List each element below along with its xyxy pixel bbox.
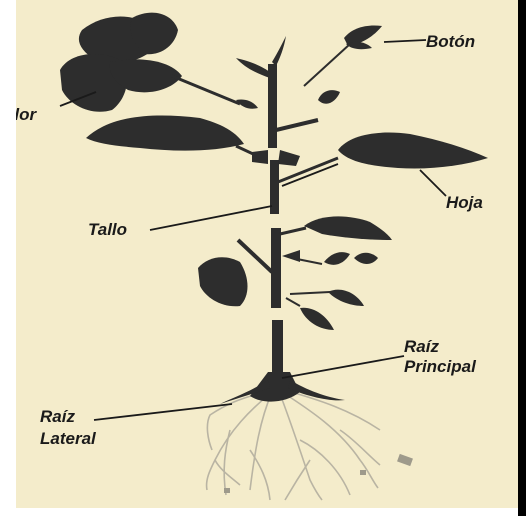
label-raiz-principal-2: Principal: [404, 357, 477, 376]
right-edge-bar: [518, 0, 526, 516]
label-tallo: Tallo: [88, 220, 127, 239]
label-raiz-lateral-1: Raíz: [40, 407, 75, 426]
label-hoja: Hoja: [446, 193, 483, 212]
label-boton: Botón: [426, 32, 475, 51]
label-raiz-principal-1: Raíz: [404, 337, 439, 356]
label-flor: Flor: [16, 105, 37, 124]
plant-diagram: Flor Botón Hoja Tallo Raíz Principal Raí…: [16, 0, 518, 508]
left-node: [252, 150, 268, 164]
label-raiz-lateral-2: Lateral: [40, 429, 97, 448]
